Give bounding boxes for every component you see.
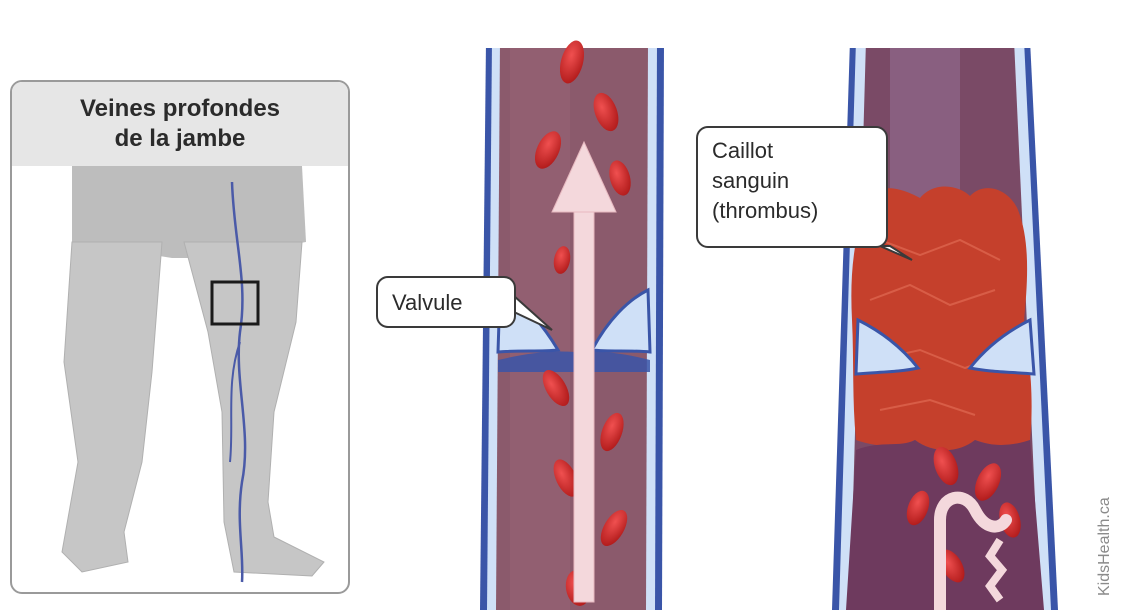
valve-callout: Valvule [376,276,516,328]
credit-text: KidsHealth.ca [1096,497,1114,596]
clot-callout-line2: sanguin [712,166,872,196]
leg-panel: Veines profondes de la jambe [10,80,350,594]
clot-callout-line1: Caillot [712,136,872,166]
valve-callout-label: Valvule [392,290,463,315]
leg-figure [12,82,348,592]
leg-figure-right-leg [184,242,324,576]
clot-callout: Caillot sanguin (thrombus) [696,126,888,248]
leg-figure-left-leg [62,242,162,572]
clot-callout-line3: (thrombus) [712,196,872,226]
